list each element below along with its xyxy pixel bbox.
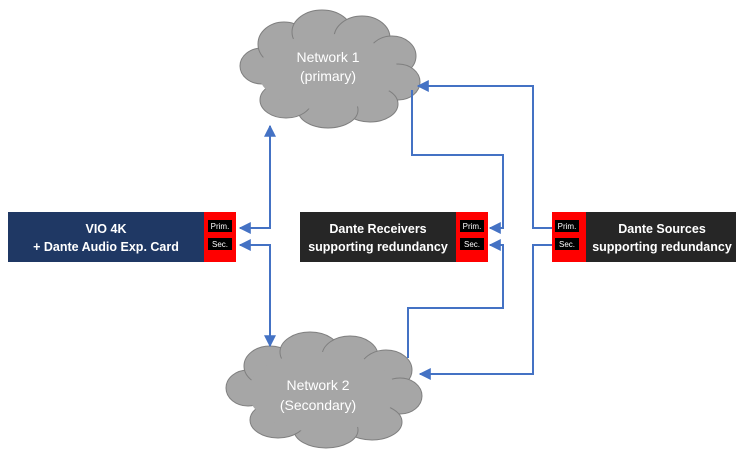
network-1-subtitle: (primary) bbox=[300, 68, 356, 84]
dante-sources-secondary-port-label: Sec. bbox=[559, 240, 575, 249]
network-2-to-receivers-secondary-connector bbox=[407, 239, 504, 358]
dante-receivers-secondary-port-label: Sec. bbox=[464, 240, 480, 249]
vio-4k-device: VIO 4K + Dante Audio Exp. Card Prim. Sec… bbox=[8, 212, 236, 262]
dante-receivers-box bbox=[300, 212, 456, 262]
network-1-cloud: Network 1 (primary) bbox=[239, 9, 421, 129]
dante-receivers-port-panel bbox=[456, 212, 488, 262]
vio-4k-primary-port bbox=[208, 220, 232, 232]
dante-receivers-primary-port bbox=[460, 220, 484, 232]
vio-4k-secondary-port-label: Sec. bbox=[212, 240, 228, 249]
dante-sources-primary-port bbox=[555, 220, 579, 232]
network-2-subtitle: (Secondary) bbox=[280, 397, 356, 413]
sources-secondary-to-network-2-connector bbox=[418, 244, 552, 380]
connectors bbox=[238, 80, 552, 380]
vio-4k-secondary-port bbox=[208, 238, 232, 250]
dante-sources-subtitle: supporting redundancy bbox=[592, 240, 732, 254]
dante-sources-secondary-port bbox=[555, 238, 579, 250]
dante-sources-device: Prim. Sec. Dante Sources supporting redu… bbox=[552, 212, 736, 262]
vio-4k-port-panel bbox=[204, 212, 236, 262]
network-2-title: Network 2 bbox=[286, 377, 349, 393]
vio-secondary-to-network-2-connector bbox=[238, 239, 276, 348]
vio-4k-title: VIO 4K bbox=[86, 222, 127, 236]
dante-sources-title: Dante Sources bbox=[618, 222, 706, 236]
sources-primary-to-network-1-connector bbox=[416, 80, 552, 229]
vio-4k-primary-port-label: Prim. bbox=[211, 222, 230, 231]
network-2-cloud: Network 2 (Secondary) bbox=[225, 331, 423, 449]
dante-sources-port-panel bbox=[552, 212, 586, 262]
dante-receivers-device: Dante Receivers supporting redundancy Pr… bbox=[300, 212, 488, 262]
network-1-title: Network 1 bbox=[296, 49, 359, 65]
dante-receivers-primary-port-label: Prim. bbox=[463, 222, 482, 231]
vio-primary-to-network-1-connector bbox=[238, 124, 276, 234]
dante-receivers-title: Dante Receivers bbox=[329, 222, 426, 236]
vio-4k-subtitle: + Dante Audio Exp. Card bbox=[33, 240, 179, 254]
dante-sources-box bbox=[586, 212, 736, 262]
dante-sources-primary-port-label: Prim. bbox=[558, 222, 577, 231]
vio-4k-box bbox=[8, 212, 204, 262]
network-1-to-receivers-primary-connector bbox=[411, 90, 504, 234]
dante-receivers-secondary-port bbox=[460, 238, 484, 250]
dante-receivers-subtitle: supporting redundancy bbox=[308, 240, 448, 254]
